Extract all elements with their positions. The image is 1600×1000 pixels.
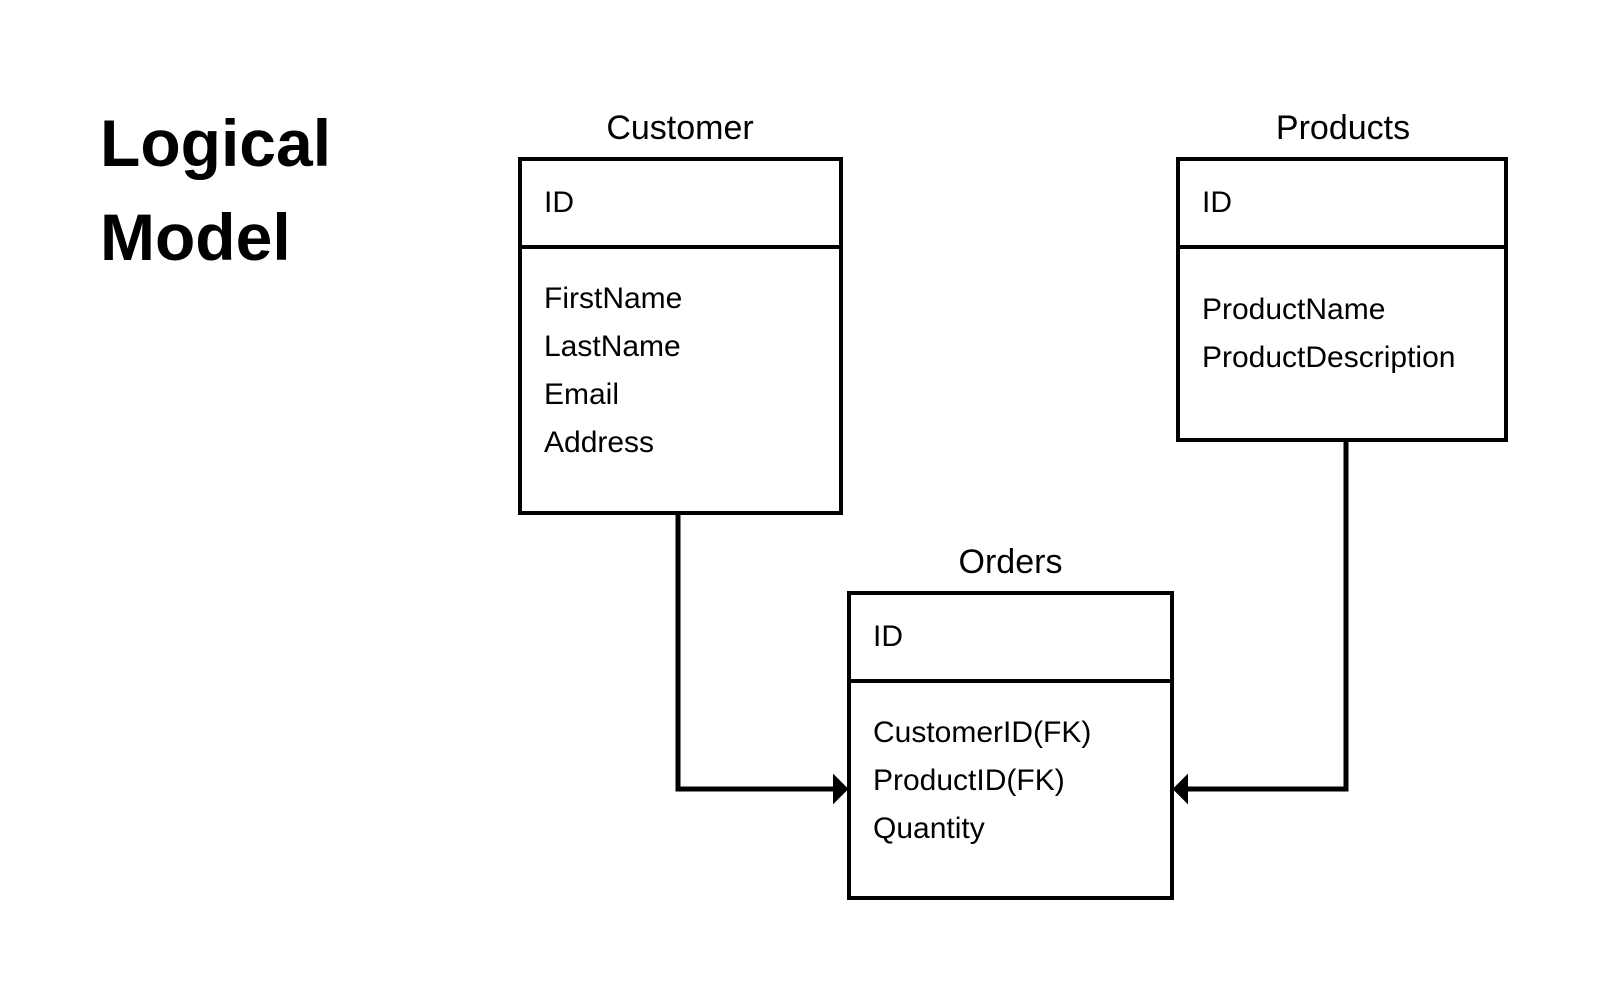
diagram-title: Logical Model [100, 96, 331, 284]
relationship-customer-orders[interactable] [675, 515, 836, 792]
customer-attribute: Email [544, 378, 620, 411]
entity-name-products: Products [1275, 109, 1411, 147]
entity-products[interactable]: ID ProductName ProductDescription [1176, 157, 1508, 442]
customer-attribute: FirstName [544, 282, 683, 315]
arrowhead-customer-orders [833, 773, 849, 805]
customer-attribute: Address [544, 426, 655, 459]
entity-customer[interactable]: ID FirstName LastName Email Address [518, 157, 843, 515]
products-attributes: ProductName ProductDescription [1180, 249, 1504, 382]
customer-pk-field: ID [522, 161, 839, 249]
entity-name-customer: Customer [606, 109, 754, 147]
products-attribute: ProductName [1202, 293, 1386, 326]
arrowhead-products-orders [1172, 773, 1188, 805]
entity-orders[interactable]: ID CustomerID(FK) ProductID(FK) Quantity [847, 591, 1174, 900]
products-pk-field: ID [1180, 161, 1504, 249]
customer-attribute: LastName [544, 330, 681, 363]
orders-attribute: CustomerID(FK) [873, 716, 1092, 749]
orders-attribute: ProductID(FK) [873, 764, 1065, 797]
diagram-title-line-2: Model [100, 200, 291, 274]
orders-attributes: CustomerID(FK) ProductID(FK) Quantity [851, 683, 1170, 853]
products-attribute: ProductDescription [1202, 341, 1456, 374]
orders-pk-field: ID [851, 595, 1170, 683]
diagram-title-line-1: Logical [100, 106, 332, 180]
relationship-products-orders[interactable] [1186, 442, 1349, 792]
customer-attributes: FirstName LastName Email Address [522, 249, 839, 467]
orders-attribute: Quantity [873, 812, 985, 845]
entity-name-orders: Orders [958, 543, 1063, 581]
